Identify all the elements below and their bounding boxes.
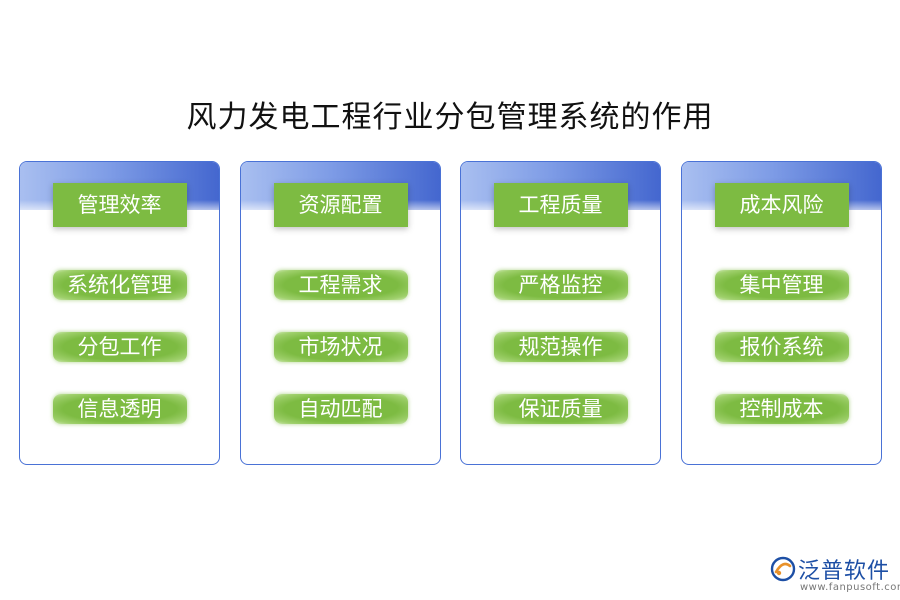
- card-item: 分包工作: [52, 332, 187, 362]
- card-item: 系统化管理: [52, 270, 187, 300]
- brand-url: www.fanpusoft.com: [800, 582, 900, 593]
- card-item: 保证质量: [493, 394, 628, 424]
- fanpu-logo-icon: [770, 556, 796, 582]
- brand-logo: 泛普软件 www.fanpusoft.com: [770, 553, 900, 597]
- card-heading: 资源配置: [273, 183, 408, 227]
- card-item: 报价系统: [714, 332, 849, 362]
- brand-name: 泛普软件: [798, 559, 891, 584]
- card-management-efficiency: 管理效率 系统化管理 分包工作 信息透明: [19, 161, 220, 465]
- card-resource-allocation: 资源配置 工程需求 市场状况 自动匹配: [240, 161, 441, 465]
- card-item: 集中管理: [714, 270, 849, 300]
- card-item: 工程需求: [273, 270, 408, 300]
- card-heading: 成本风险: [714, 183, 849, 227]
- page-title: 风力发电工程行业分包管理系统的作用: [186, 100, 714, 135]
- card-item: 市场状况: [273, 332, 408, 362]
- card-heading: 管理效率: [52, 183, 187, 227]
- card-item: 严格监控: [493, 270, 628, 300]
- card-heading: 工程质量: [493, 183, 628, 227]
- card-engineering-quality: 工程质量 严格监控 规范操作 保证质量: [460, 161, 661, 465]
- card-item: 规范操作: [493, 332, 628, 362]
- card-item: 自动匹配: [273, 394, 408, 424]
- card-cost-risk: 成本风险 集中管理 报价系统 控制成本: [681, 161, 882, 465]
- card-item: 控制成本: [714, 394, 849, 424]
- card-item: 信息透明: [52, 394, 187, 424]
